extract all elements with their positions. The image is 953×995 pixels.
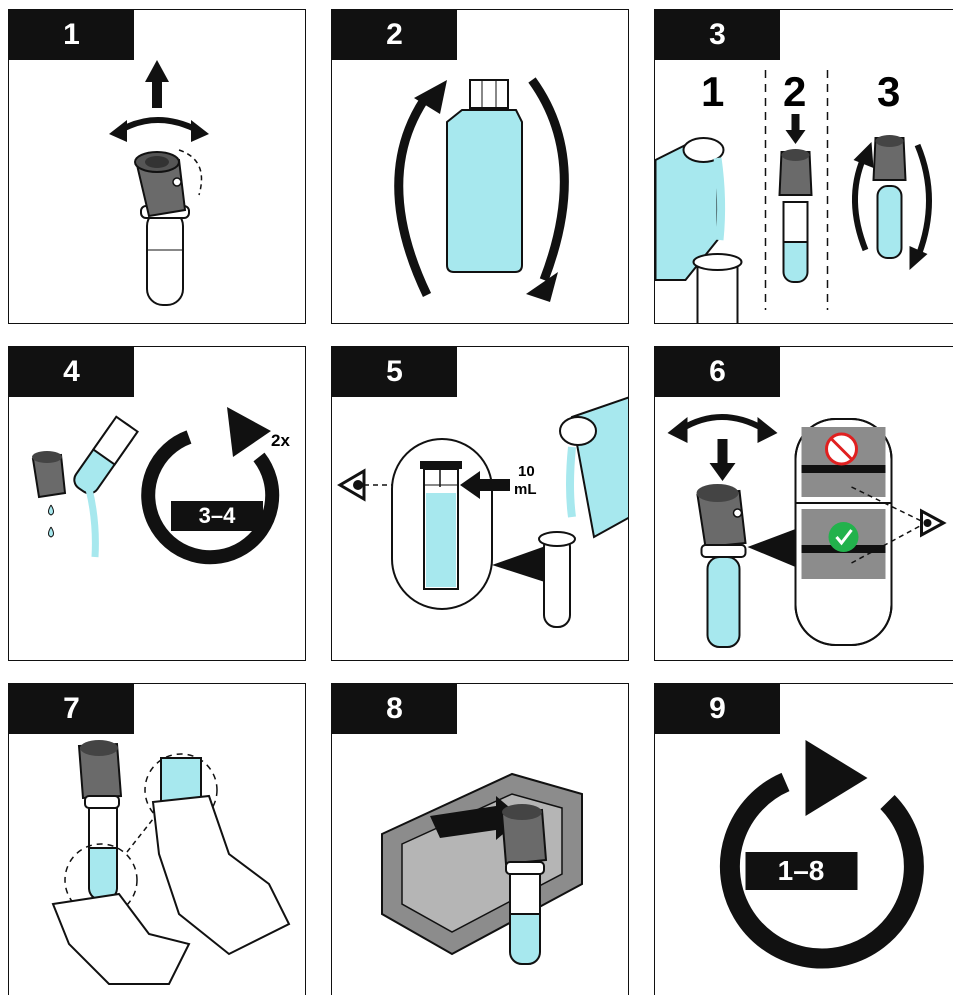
repeat-steps-illustration xyxy=(655,684,953,995)
up-arrow-icon xyxy=(145,60,169,108)
step-panel-7: 7 xyxy=(8,683,306,995)
fill-sample-illustration xyxy=(332,347,629,661)
rotate-arrow-icon xyxy=(121,120,197,130)
range-label: 1–8 xyxy=(745,852,857,890)
step-panel-3: 3 1 2 3 xyxy=(654,9,953,324)
invert-bottle-illustration xyxy=(332,10,629,324)
prohibited-icon xyxy=(827,434,857,464)
step-panel-5: 5 10 mL xyxy=(331,346,629,661)
checkmark-icon xyxy=(829,522,859,552)
step-panel-2: 2 xyxy=(331,9,629,324)
step-panel-6: 6 xyxy=(654,346,953,661)
rinse-sample-cell-illustration xyxy=(655,10,953,324)
volume-unit: mL xyxy=(514,481,537,498)
step-panel-4: 4 2x 3–4 xyxy=(8,346,306,661)
repeat-count-label: 2x xyxy=(271,431,290,451)
range-label: 3–4 xyxy=(171,501,263,531)
down-arrow-icon xyxy=(786,114,806,144)
repeat-arrow-icon xyxy=(148,407,272,557)
step-panel-8: 8 xyxy=(331,683,629,995)
wipe-vial-illustration xyxy=(9,684,306,995)
repeat-arrow-icon xyxy=(730,740,914,958)
step-panel-1: 1 xyxy=(8,9,306,324)
insert-into-holder-illustration xyxy=(332,684,629,995)
eye-icon xyxy=(922,511,944,535)
step-panel-9: 9 1–8 xyxy=(654,683,953,995)
cap-on-check-illustration xyxy=(655,347,953,661)
down-arrow-icon xyxy=(710,439,736,481)
remove-cap-illustration xyxy=(9,10,306,324)
volume-value: 10 xyxy=(518,463,535,480)
eye-icon xyxy=(340,471,364,499)
